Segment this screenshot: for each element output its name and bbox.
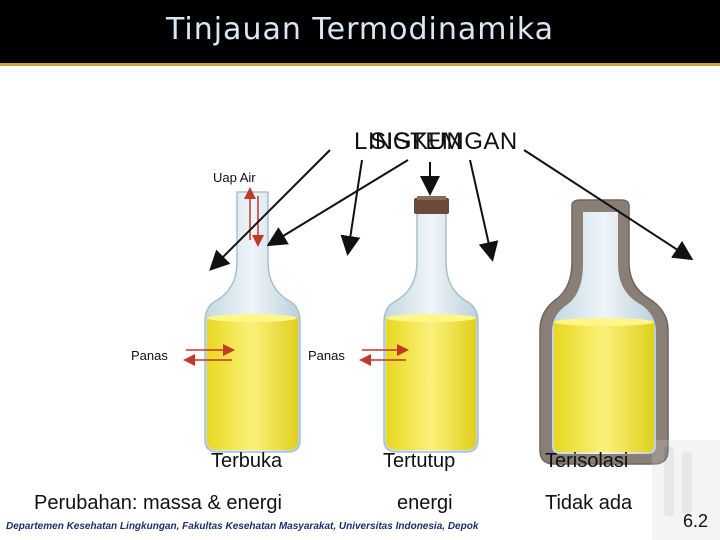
change-row-label: Perubahan: massa & energi [34, 492, 282, 515]
change-terisolasi: Tidak ada [545, 492, 632, 515]
page-number: 6.2 [683, 511, 708, 532]
change-tertutup: energi [397, 492, 453, 515]
uap-air-label: Uap Air [213, 170, 256, 185]
label-sistem: SISTEM [370, 128, 462, 156]
insulated-bottle [540, 200, 668, 464]
change-terbuka: massa & energi [143, 492, 282, 514]
panas-left-label: Panas [131, 348, 168, 363]
panas-middle-label: Panas [308, 348, 345, 363]
change-prefix: Perubahan: [34, 492, 137, 514]
cork-icon [414, 198, 449, 214]
bottle-name-tertutup: Tertutup [383, 450, 455, 473]
closed-bottle [384, 196, 478, 452]
bottle-name-terbuka: Terbuka [211, 450, 282, 473]
bottle-name-terisolasi: Terisolasi [545, 450, 628, 473]
footer-text: Departemen Kesehatan Lingkungan, Fakulta… [6, 521, 478, 532]
open-bottle [205, 192, 300, 452]
